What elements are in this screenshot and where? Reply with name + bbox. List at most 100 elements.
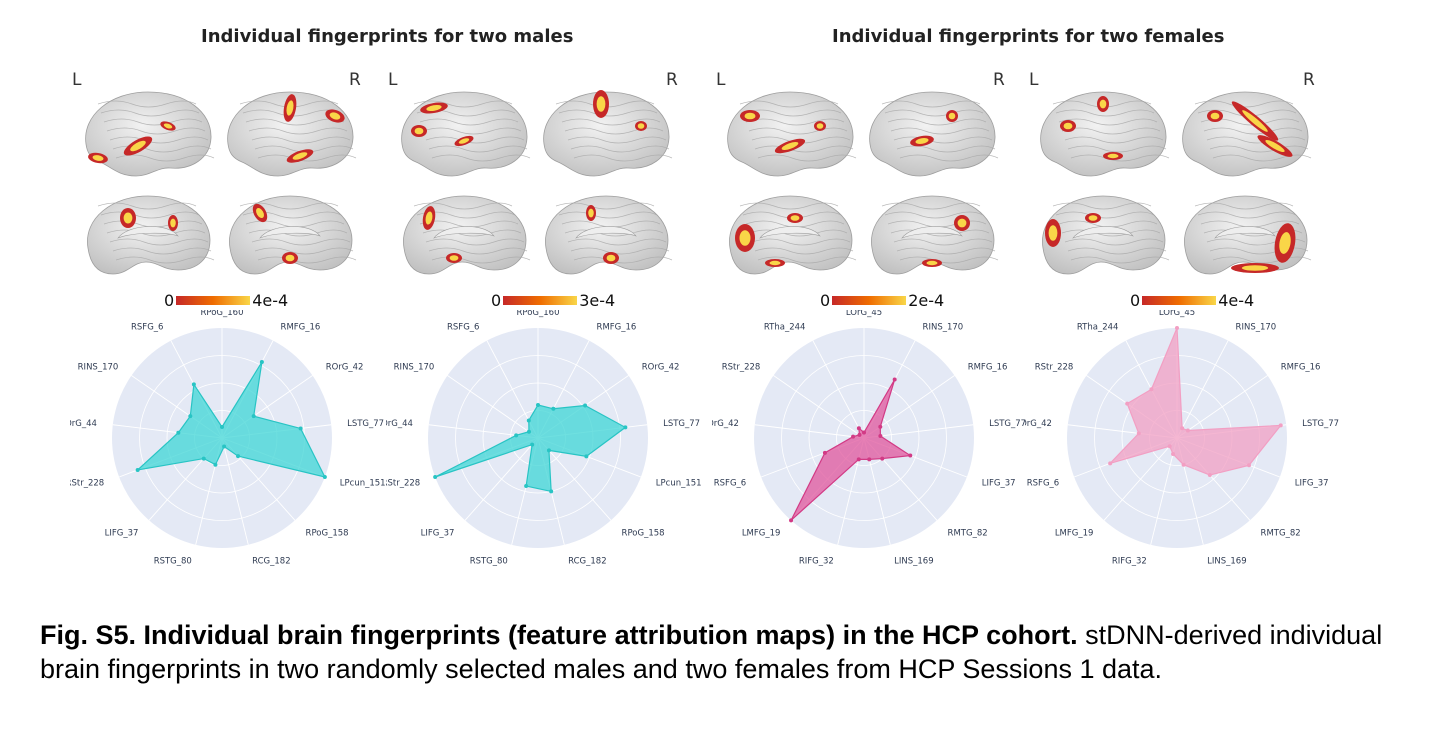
activation-peak (948, 112, 956, 120)
activation-peak (790, 215, 800, 221)
radar-point (259, 360, 264, 365)
radar-spoke (754, 424, 865, 439)
gyrus-line (100, 211, 200, 219)
radar-spoke (812, 340, 865, 439)
radar-point (530, 442, 535, 447)
colorbar-gradient (1142, 295, 1217, 305)
gyrus-line (248, 229, 348, 237)
gyrus-line (413, 100, 513, 108)
gyrus-line (757, 256, 857, 264)
radar-point (322, 475, 327, 480)
brain-surface-medial-left (87, 195, 215, 275)
gyrus-line (573, 256, 673, 264)
radar-axis-label: ROrG_42 (712, 419, 739, 429)
radar-axis-label: LPcun_151 (656, 479, 702, 489)
corpus-callosum (259, 226, 321, 239)
corpus-callosum (117, 226, 179, 239)
radar-point (135, 467, 140, 472)
gyrus-line (899, 154, 999, 162)
radar-axis-label: RINS_170 (394, 362, 435, 372)
radar-axis-label: LMFG_19 (742, 528, 781, 538)
activation-peak (256, 207, 264, 219)
radar-series-area (1108, 327, 1283, 476)
radar-axis-label: LIFG_37 (105, 528, 139, 538)
colorbar-gradient (503, 295, 578, 305)
activation-peak (123, 212, 133, 224)
radar-point (867, 457, 872, 462)
activation-peak (414, 127, 424, 135)
radar-axis-label: LINS_169 (894, 556, 933, 566)
gyrus-line (893, 136, 993, 144)
radar-axis-label: RMTG_82 (1261, 528, 1301, 538)
gyrus-line (112, 247, 212, 255)
gyrus-line (103, 118, 203, 126)
gyrus-line (739, 202, 839, 210)
gyrus-line (570, 247, 670, 255)
activation-peak (1107, 153, 1119, 159)
gyrus-line (1194, 202, 1294, 210)
radar-point (551, 406, 556, 411)
radar-axis-label: RCG_182 (252, 556, 290, 566)
radar-point (623, 425, 628, 430)
activation-peak (957, 218, 967, 228)
gyrus-line (561, 118, 661, 126)
gyrus-line (1203, 127, 1303, 135)
activation-peak (1063, 122, 1073, 130)
gyrus-line (896, 247, 996, 255)
colorbar-max-label: 3e-4 (579, 290, 616, 310)
activation-peak (286, 100, 294, 116)
right-hemisphere-label: R (666, 70, 678, 90)
gyrus-line (570, 145, 670, 153)
gyrus-line (239, 202, 339, 210)
radar-axis-label: RMFG_16 (597, 322, 637, 332)
brain-surface-lateral-left (1040, 91, 1170, 177)
brain-outline (543, 91, 670, 177)
right-hemisphere-label: R (349, 70, 361, 90)
radar-chart: LOrG_45RINS_170RMFG_16LSTG_77LIFG_37RMTG… (1025, 310, 1339, 566)
brain-surface-medial-right (1184, 195, 1312, 275)
radar-axis-label: RSFG_6 (447, 322, 479, 332)
radar-axis-label: RSFG_6 (714, 479, 746, 489)
activation-peak (1265, 140, 1285, 152)
gyrus-line (558, 211, 658, 219)
colorbar-max-label: 4e-4 (1218, 290, 1255, 310)
radar-point (789, 518, 794, 523)
radar-point (1180, 426, 1185, 431)
brain-surface-medial-right (229, 195, 357, 275)
radar-axis-label: RStr_228 (70, 479, 104, 489)
radar-axis-label: RINS_170 (1236, 322, 1277, 332)
radar-point (524, 484, 529, 489)
radar-axis-label: ROrG_44 (386, 419, 413, 429)
gyrus-line (564, 229, 664, 237)
radar-axis-label: LSTG_77 (1302, 419, 1339, 429)
radar-point (1185, 428, 1190, 433)
gyrus-line (890, 229, 990, 237)
activation-peak (1048, 225, 1058, 241)
gyrus-line (428, 247, 528, 255)
radar-spoke (1103, 437, 1178, 521)
brain-surface-medial-right (871, 195, 999, 275)
radar-axis-label: ROrG_42 (326, 362, 364, 372)
corpus-callosum (901, 226, 963, 239)
radar-point (1207, 473, 1212, 478)
colorbar-gradient (832, 295, 907, 305)
radar-point (1175, 326, 1179, 330)
radar-series-area (434, 404, 627, 493)
gyrus-line (251, 238, 351, 246)
gyrus-line (884, 211, 984, 219)
males-title: Individual fingerprints for two males (201, 26, 574, 47)
activation-peak (292, 152, 308, 160)
activation-peak (285, 254, 295, 262)
radar-axis-label: RStr_228 (1035, 362, 1074, 372)
brain-outline (1182, 91, 1309, 177)
radar-axis-label: LSTG_77 (347, 419, 384, 429)
radar-point (880, 456, 885, 461)
radar-point (857, 432, 862, 437)
radar-axis-label: RTha_244 (1077, 322, 1119, 332)
gyrus-line (97, 100, 197, 108)
left-hemisphere-label: L (716, 70, 726, 90)
activation-peak (458, 138, 470, 144)
